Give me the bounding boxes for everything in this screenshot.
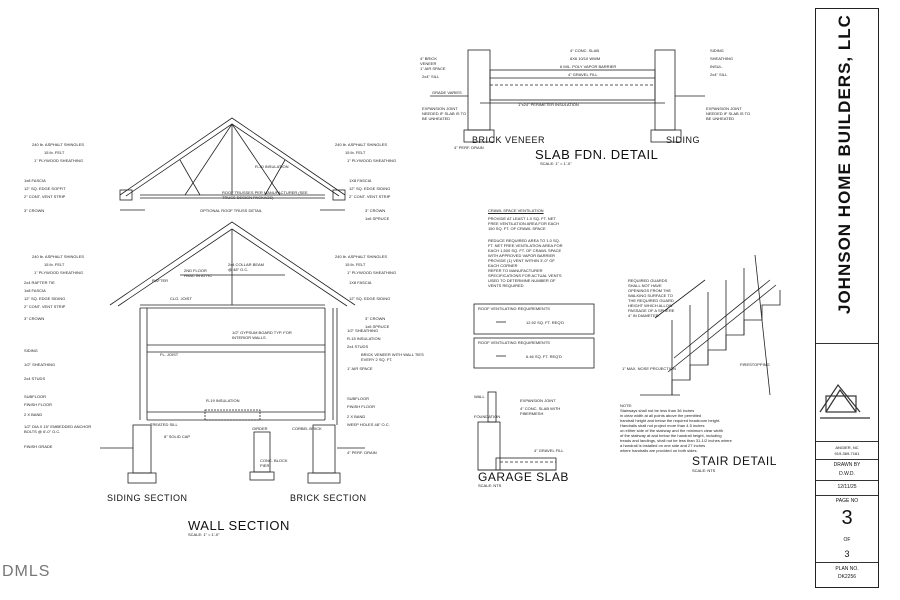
siding-title: SIDING bbox=[666, 135, 701, 145]
garage-expansion-label: EXPANSION JOINT bbox=[520, 398, 556, 403]
drawn-by-label: DRAWN BY bbox=[833, 462, 861, 468]
slab-foundation-drawing bbox=[430, 49, 705, 143]
stair-guard-note: REQUIRED GUARDS SHALL NOT HAVE OPENINGS … bbox=[628, 278, 675, 318]
stair-nose: 1" MAX. NOSE PROJECTION bbox=[622, 366, 676, 371]
total-pages: 3 bbox=[844, 549, 850, 559]
slab-callouts: 4" CONC. SLAB 6X6 10/10 WWM 6 MIL. POLY … bbox=[420, 48, 734, 121]
vent-req-1-value: 12.92 SQ. FT. REQ'D bbox=[526, 320, 565, 325]
brick-veneer-title: BRICK VENEER bbox=[472, 135, 546, 145]
garage-slab-drawing bbox=[477, 391, 557, 471]
garage-wall-label: WALL bbox=[474, 394, 485, 399]
vent-req-2-heading: ROOF VENTILATING REQUIREMENTS bbox=[478, 340, 550, 345]
vent-req-2-value: 6.46 SQ. FT. REQ'D bbox=[526, 354, 562, 359]
drawn-by: D.W.D. bbox=[839, 471, 855, 477]
page-no: 3 bbox=[841, 507, 853, 529]
interior-callouts: R-30 INSULATION 2x4 COLLAR BEAM @ 48" O.… bbox=[150, 164, 322, 468]
stair-detail-scale: SCALE: NTS bbox=[692, 468, 716, 473]
stair-detail-title: STAIR DETAIL bbox=[692, 454, 777, 468]
garage-slab-scale: SCALE: NTS bbox=[478, 483, 502, 488]
optional-roof-truss-label: OPTIONAL ROOF TRUSS DETAIL bbox=[200, 208, 263, 213]
garage-slab-title: GARAGE SLAB bbox=[478, 470, 569, 484]
of-label: OF bbox=[843, 537, 851, 543]
optional-roof-truss-drawing bbox=[119, 117, 346, 211]
plan-no-label: PLAN NO. bbox=[835, 566, 859, 572]
stair-detail-drawing bbox=[640, 254, 781, 396]
stair-firestop: FIRESTOPPING bbox=[740, 362, 770, 367]
date: 12/11/25 bbox=[837, 484, 857, 490]
vent-req-1-heading: ROOF VENTILATING REQUIREMENTS bbox=[478, 306, 550, 311]
location: ANGIER, NC bbox=[835, 445, 859, 450]
siding-section-title: SIDING SECTION bbox=[107, 493, 188, 503]
garage-foundation-label: FOUNDATION bbox=[474, 414, 501, 419]
garage-gravel-label: 4" GRAVEL FILL bbox=[534, 448, 564, 453]
company-name: JOHNSON HOME BUILDERS, LLC bbox=[835, 14, 854, 314]
phone: 919-369-7161 bbox=[834, 451, 860, 456]
brick-section-title: BRICK SECTION bbox=[290, 493, 367, 503]
slab-title: SLAB FDN. DETAIL bbox=[535, 147, 659, 162]
slab-drain-note: 4" PERF. DRAIN bbox=[454, 145, 484, 150]
page-no-label: PAGE NO bbox=[835, 498, 859, 504]
watermark: DMLS bbox=[2, 563, 51, 580]
roof-truss-note: ROOF TRUSSES PER MANUFACTURER (SEE TRUSS… bbox=[222, 190, 308, 200]
company-logo bbox=[819, 383, 870, 419]
wall-section-scale: SCALE: 1" = 1'-0" bbox=[188, 532, 220, 537]
plan-no: DK2256 bbox=[837, 574, 857, 580]
title-block: JOHNSON HOME BUILDERS, LLC ANGIER, NC 91… bbox=[815, 8, 879, 588]
slab-scale: SCALE: 1" = 1'-0" bbox=[540, 161, 572, 166]
garage-slab-label: 4" CONC. SLAB WITH FIBERMESH bbox=[520, 406, 561, 416]
slab-expansion-right: EXPANSION JOINT NEEDED IF SLAB IS TO BE … bbox=[706, 106, 751, 121]
wall-section-title: WALL SECTION bbox=[188, 518, 290, 533]
wall-section-drawing bbox=[100, 221, 365, 484]
